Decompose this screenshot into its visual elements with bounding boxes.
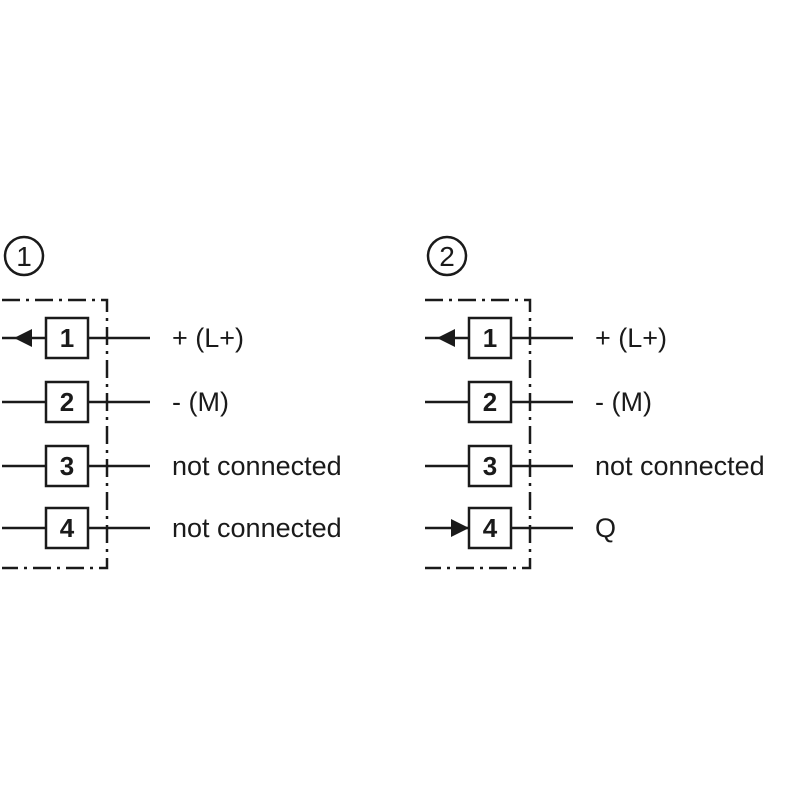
diagram-number: 1 — [16, 241, 32, 272]
pin-label: not connected — [595, 451, 765, 481]
pin-label: - (M) — [172, 387, 229, 417]
pin-number: 1 — [60, 323, 74, 353]
pin-row: 3 not connected — [2, 444, 342, 488]
pin-row: 1 + (L+) — [2, 316, 244, 360]
pin-label: Q — [595, 513, 616, 543]
pin-number: 3 — [60, 451, 74, 481]
pin-box — [467, 380, 513, 424]
diagram-number-circle — [3, 235, 45, 277]
pin-row: 3 not connected — [425, 444, 765, 488]
diagram-number: 2 — [439, 241, 455, 272]
pin-row: 1 + (L+) — [425, 316, 667, 360]
pin-number: 4 — [60, 513, 75, 543]
diagram-number-circle — [426, 235, 468, 277]
pin-row: 2 - (M) — [2, 380, 229, 424]
pin-row: 4 not connected — [2, 506, 342, 550]
arrow-in-icon — [451, 519, 469, 537]
arrow-out-icon — [14, 329, 32, 347]
pin-number: 2 — [483, 387, 497, 417]
arrow-out-icon — [437, 329, 455, 347]
housing-outline — [2, 298, 109, 570]
pin-label: + (L+) — [172, 323, 244, 353]
pin-number: 3 — [483, 451, 497, 481]
pin-number: 2 — [60, 387, 74, 417]
pin-number: 4 — [483, 513, 498, 543]
pin-label: not connected — [172, 451, 342, 481]
pin-label: - (M) — [595, 387, 652, 417]
pin-label: not connected — [172, 513, 342, 543]
pin-row: 2 - (M) — [425, 380, 652, 424]
pin-label: + (L+) — [595, 323, 667, 353]
pin-number: 1 — [483, 323, 497, 353]
pin-box — [467, 316, 513, 360]
diagram-1: 1 1 + (L+) 2 - (M) 3 not connected 4 not connect… — [2, 235, 342, 570]
housing-outline — [425, 298, 532, 570]
